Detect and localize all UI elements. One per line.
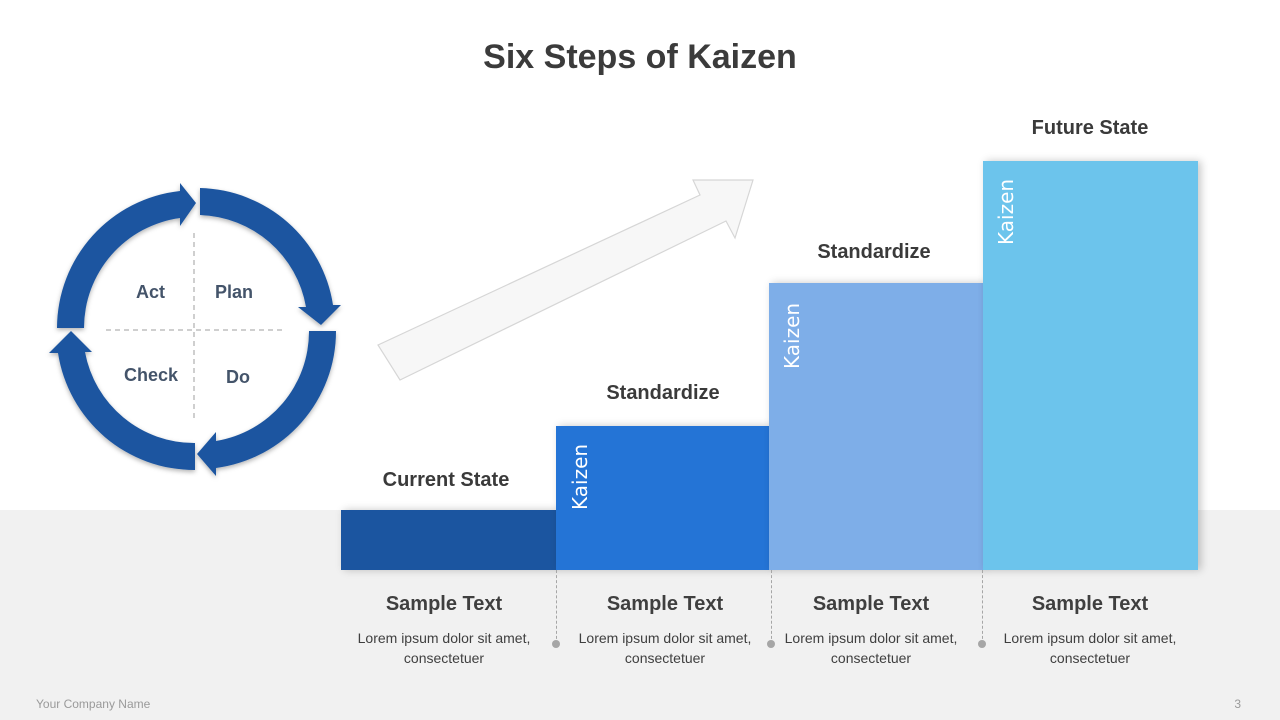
step-standardize-2: Kaizen — [769, 283, 984, 570]
column-divider — [771, 570, 772, 644]
cycle-label-do: Do — [226, 367, 250, 387]
column-body-4: Lorem ipsum dolor sit amet, consectetuer — [1003, 630, 1177, 666]
step-heading-current-state: Current State — [382, 469, 510, 491]
column-title-3: Sample Text — [812, 593, 930, 615]
step-standardize-1: Kaizen — [556, 426, 770, 570]
step-current-state — [341, 510, 556, 570]
step-kaizen-label: Kaizen — [780, 302, 804, 369]
divider-dot — [978, 640, 986, 648]
pdca-cycle: Act Plan Check Do — [40, 175, 350, 485]
slide-title: Six Steps of Kaizen — [483, 38, 797, 76]
cycle-arrow-top-left — [57, 183, 196, 328]
column-title-1: Sample Text — [385, 593, 503, 615]
cycle-label-act: Act — [136, 282, 166, 302]
cycle-arrow-top-right — [200, 188, 341, 325]
column-divider — [982, 570, 983, 644]
growth-arrow-icon — [377, 179, 754, 381]
step-future-state: Kaizen — [983, 161, 1198, 570]
column-title-2: Sample Text — [606, 593, 724, 615]
step-kaizen-label: Kaizen — [568, 443, 592, 510]
step-heading-standardize-2: Standardize — [817, 241, 931, 263]
step-heading-standardize-1: Standardize — [606, 382, 720, 404]
column-title-4: Sample Text — [1031, 593, 1149, 615]
column-body-1: Lorem ipsum dolor sit amet, consectetuer — [357, 630, 531, 666]
cycle-arrow-bottom-right — [197, 331, 337, 476]
column-body-3: Lorem ipsum dolor sit amet, consectetuer — [784, 630, 958, 666]
cycle-arrows-icon — [49, 183, 341, 476]
footer-page-number: 3 — [1234, 697, 1241, 711]
step-kaizen-label: Kaizen — [994, 178, 1018, 245]
step-heading-future-state: Future State — [1031, 117, 1149, 139]
divider-dot — [767, 640, 775, 648]
cycle-label-check: Check — [124, 365, 179, 385]
cycle-arrow-bottom-left — [49, 331, 195, 471]
column-body-2: Lorem ipsum dolor sit amet, consectetuer — [578, 630, 752, 666]
cycle-label-plan: Plan — [215, 282, 254, 302]
divider-dot — [552, 640, 560, 648]
column-divider — [556, 570, 557, 644]
footer-company-name: Your Company Name — [36, 697, 151, 711]
